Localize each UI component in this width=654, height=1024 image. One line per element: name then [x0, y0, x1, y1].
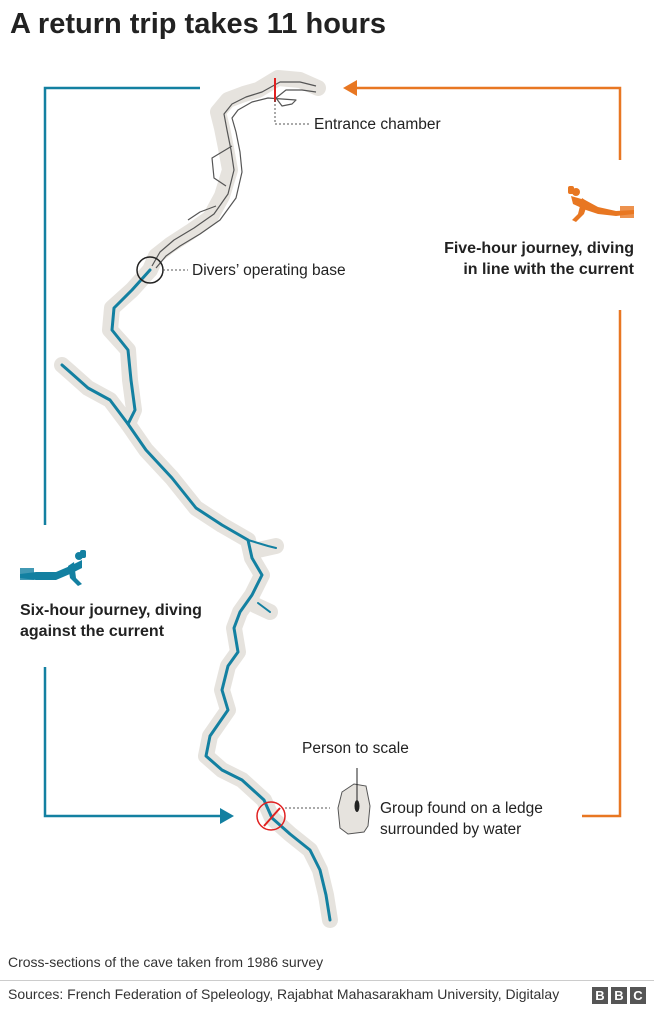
bbc-logo-letter: C — [630, 987, 646, 1004]
ledge-cross-section — [337, 783, 371, 835]
six-hour-journey-label: Six-hour journey, diving against the cur… — [20, 600, 202, 642]
inbound-arrowhead — [343, 80, 357, 96]
five-hour-line-2: in line with the current — [463, 261, 634, 278]
five-hour-journey-label: Five-hour journey, diving in line with t… — [444, 238, 634, 280]
sources-credit: Sources: French Federation of Speleology… — [8, 986, 560, 1002]
group-found-label: Group found on a ledge surrounded by wat… — [380, 798, 543, 840]
group-marker — [256, 801, 286, 831]
outbound-route — [43, 86, 220, 818]
caption: Cross-sections of the cave taken from 19… — [8, 954, 324, 970]
five-hour-line-1: Five-hour journey, diving — [444, 240, 634, 257]
cave-diagram — [20, 70, 634, 928]
bbc-logo-letter: B — [592, 987, 608, 1004]
six-hour-line-2: against the current — [20, 623, 165, 640]
diver-icon-orange — [568, 186, 634, 222]
person-to-scale-label: Person to scale — [302, 740, 409, 757]
footer-divider — [0, 980, 654, 981]
page-title: A return trip takes 11 hours — [10, 8, 387, 40]
flooded-cave-passage — [60, 268, 332, 922]
entrance-leader — [274, 100, 310, 125]
group-line-2: surrounded by water — [380, 821, 522, 838]
six-hour-line-1: Six-hour journey, diving — [20, 602, 202, 619]
entrance-chamber-label: Entrance chamber — [314, 116, 441, 133]
person-figure — [354, 800, 360, 812]
bbc-logo-letter: B — [611, 987, 627, 1004]
cave-glow — [54, 70, 338, 928]
divers-base-label: Divers’ operating base — [192, 262, 346, 279]
diver-icon-blue — [20, 550, 86, 586]
group-line-1: Group found on a ledge — [380, 800, 543, 817]
bbc-logo: B B C — [592, 987, 646, 1004]
inbound-route — [355, 86, 622, 818]
outbound-arrowhead — [220, 808, 234, 824]
dry-cave-passage — [151, 81, 317, 269]
